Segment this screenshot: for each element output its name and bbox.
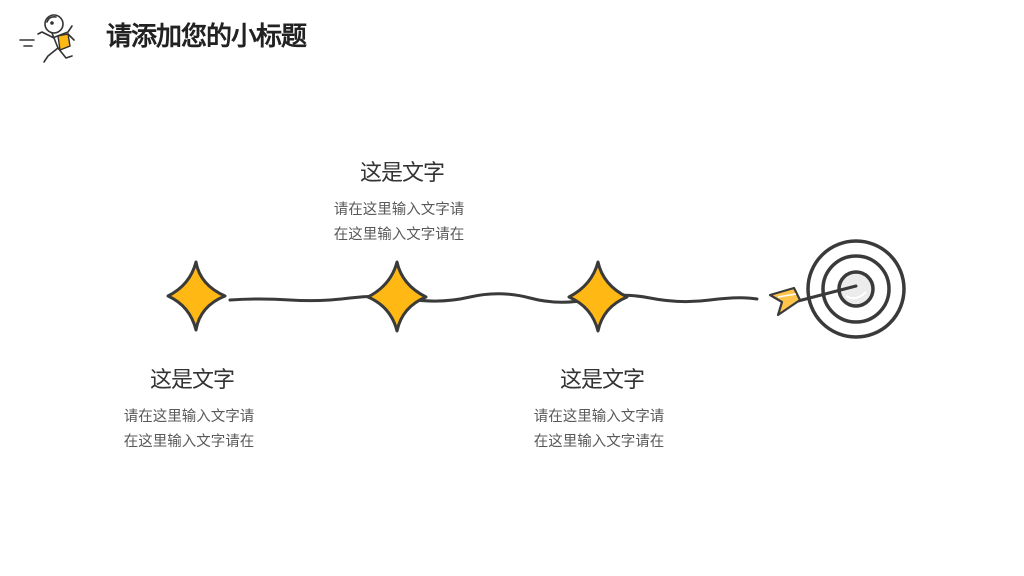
timeline-connector-line <box>228 292 759 304</box>
milestone-1-description: 请在这里输入文字请 在这里输入文字请在 <box>89 405 289 455</box>
milestone-star-icon <box>366 260 428 333</box>
arrow-icon <box>768 284 858 317</box>
milestone-3-description: 请在这里输入文字请 在这里输入文字请在 <box>499 405 699 455</box>
milestone-star-icon <box>166 260 227 332</box>
milestone-3-line-2: 在这里输入文字请在 <box>533 434 665 450</box>
milestone-2-description: 请在这里输入文字请 在这里输入文字请在 <box>299 198 499 248</box>
milestone-2-line-1: 请在这里输入文字请 <box>333 202 465 218</box>
milestone-3-line-1: 请在这里输入文字请 <box>533 409 665 425</box>
milestone-1-heading: 这是文字 <box>149 368 235 393</box>
target-icon <box>806 239 906 339</box>
milestone-3-heading: 这是文字 <box>559 368 645 393</box>
page-title: 请添加您的小标题 <box>106 22 307 52</box>
milestone-2-heading: 这是文字 <box>359 161 445 186</box>
milestone-star-icon <box>567 260 629 333</box>
milestone-1-line-1: 请在这里输入文字请 <box>123 409 255 425</box>
milestone-2-line-2: 在这里输入文字请在 <box>333 227 465 243</box>
milestone-1-line-2: 在这里输入文字请在 <box>123 434 255 450</box>
running-figure-icon <box>19 14 75 63</box>
